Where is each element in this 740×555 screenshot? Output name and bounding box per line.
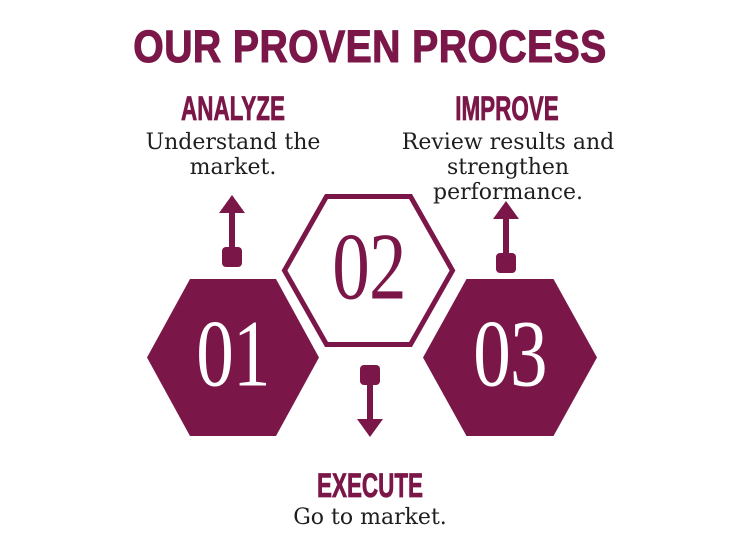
step-description-improve: Review results and strengthen performanc… [401,130,615,205]
hexagon-step-1: 01 [142,274,324,441]
hexagon-outline [281,194,456,347]
hexagon-shape [418,274,602,441]
arrow-head-up-icon [493,201,519,219]
hexagon-shape [277,189,460,352]
step-number-3: 03 [473,300,547,407]
hexagon-step-3: 03 [418,274,602,441]
hexagon-shape [142,274,324,441]
arrow-head-up-icon [219,195,245,213]
step-label-analyze: ANALYZE [181,90,285,128]
step-number-1: 01 [196,300,270,407]
page-title: OUR PROVEN PROCESS [133,21,607,72]
arrow-line [367,385,373,419]
step-description-analyze: Understand the market. [145,130,321,180]
arrow-up-step-1 [218,195,246,267]
hexagon-step-2: 02 [277,189,460,352]
step-number-2: 02 [331,213,406,320]
arrow-line [503,219,509,253]
hexagon-fill [147,279,319,436]
step-label-execute: EXECUTE [317,467,424,505]
arrow-head-down-icon [357,419,383,437]
arrow-tail-square [360,365,380,385]
arrow-tail-square [496,253,516,273]
step-description-execute: Go to market. [293,505,447,530]
arrow-up-step-3 [492,201,520,273]
arrow-down-step-2 [356,365,384,437]
hexagon-fill [423,279,597,436]
step-label-improve: IMPROVE [455,90,559,128]
arrow-line [229,213,235,247]
arrow-tail-square [222,247,242,267]
